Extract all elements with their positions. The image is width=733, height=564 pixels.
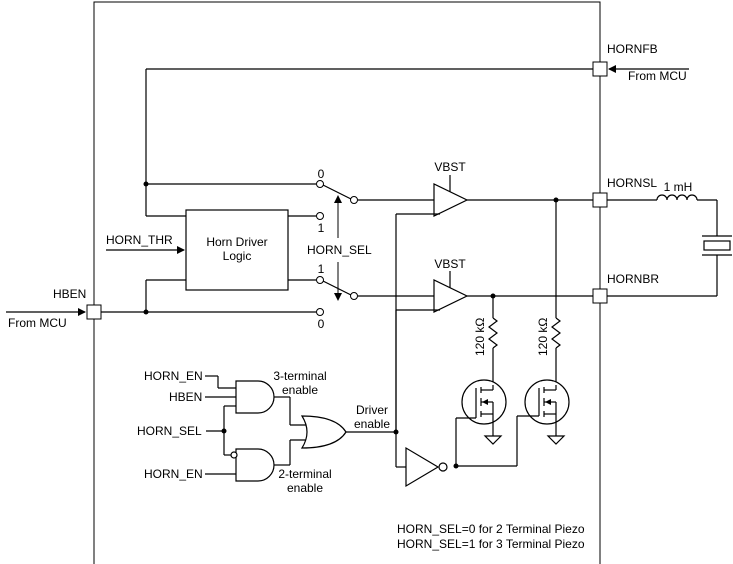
horn-thr-label: HORN_THR — [106, 233, 173, 247]
from-mcu-left-label: From MCU — [8, 316, 67, 330]
note-line-1: HORN_SEL=0 for 2 Terminal Piezo — [397, 522, 585, 536]
three-terminal-label-1: 3-terminal — [273, 369, 326, 383]
and-gate-3-terminal — [235, 380, 275, 414]
res-left-label: 120 kΩ — [473, 318, 487, 356]
piezo — [607, 200, 732, 297]
note-line-2: HORN_SEL=1 for 3 Terminal Piezo — [397, 537, 585, 551]
top-switch: 0 1 — [143, 167, 434, 235]
two-terminal-label-1: 2-terminal — [278, 467, 331, 481]
hben-pin — [86, 304, 102, 320]
mosfet-left — [461, 379, 507, 436]
inductor-label: 1 mH — [664, 180, 693, 194]
horn-driver-logic-label-2: Logic — [223, 249, 252, 263]
horn-driver-logic-block — [185, 209, 289, 291]
ground-left — [483, 435, 503, 445]
hornfb-label: HORNFB — [607, 42, 658, 56]
chip-boundary — [93, 1, 601, 564]
vbst-top-label: VBST — [434, 160, 466, 174]
hornfb-pin — [592, 61, 608, 77]
vbst-bottom-label: VBST — [434, 257, 466, 271]
inductor: 1 mH — [607, 180, 717, 201]
inverter — [405, 446, 440, 488]
driver-enable-label-1: Driver — [356, 403, 388, 417]
from-mcu-top-label: From MCU — [628, 69, 687, 83]
hben-label: HBEN — [53, 287, 86, 301]
horn-sel-switch-label: HORN_SEL — [307, 243, 372, 257]
hornbr-label: HORNBR — [607, 272, 659, 286]
or-gate — [300, 415, 347, 449]
top-switch-1-label: 1 — [318, 221, 325, 235]
bottom-switch-1-label: 1 — [318, 262, 325, 276]
hornfb-path: HORNFB From MCU — [145, 42, 689, 217]
horn-en-top-label: HORN_EN — [144, 369, 203, 383]
bottom-switch: 1 0 — [288, 262, 434, 331]
hben-gate-label: HBEN — [169, 390, 202, 404]
two-terminal-label-2: enable — [287, 481, 323, 495]
horn-sel-gate-label: HORN_SEL — [137, 424, 202, 438]
driver-enable-label-2: enable — [354, 417, 390, 431]
hornsl-label: HORNSL — [607, 176, 657, 190]
and-gate-2-terminal — [235, 448, 275, 482]
res-right-label: 120 kΩ — [536, 318, 550, 356]
resistor-right: 120 kΩ — [536, 200, 561, 385]
mosfet-right — [524, 379, 570, 436]
horn-en-bottom-label: HORN_EN — [144, 467, 203, 481]
hornsl-pin — [592, 192, 608, 208]
hornbr-pin — [592, 288, 608, 304]
three-terminal-label-2: enable — [282, 383, 318, 397]
ground-right — [546, 435, 566, 445]
resistor-left: 120 kΩ — [473, 296, 498, 385]
horn-driver-logic-label-1: Horn Driver — [206, 235, 267, 249]
bottom-switch-0-label: 0 — [318, 317, 325, 331]
top-switch-0-label: 0 — [318, 167, 325, 181]
